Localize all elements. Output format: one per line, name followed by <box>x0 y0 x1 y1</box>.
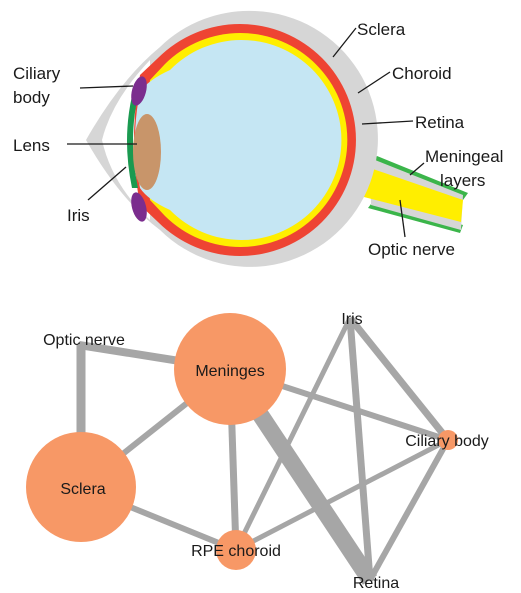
label-sclera: Sclera <box>357 20 406 39</box>
node-label-retina: Retina <box>353 575 399 592</box>
label-meningeal-line1: Meningeal <box>425 147 503 166</box>
label-optic-nerve: Optic nerve <box>368 240 455 259</box>
node-ciliary-body <box>438 430 458 450</box>
edge-rpe-iris <box>233 316 353 552</box>
node-label-ciliary-body: Ciliary body <box>405 433 489 450</box>
edge-iris-retina <box>346 317 374 581</box>
vitreous-body <box>135 40 342 241</box>
node-label-meninges: Meninges <box>195 363 264 380</box>
node-label-sclera: Sclera <box>60 481 105 498</box>
network-graph: Meninges Sclera RPE choroid Optic nerve … <box>26 311 489 592</box>
label-iris: Iris <box>67 206 90 225</box>
ciliary-body-lower <box>131 192 147 222</box>
node-label-optic-nerve: Optic nerve <box>43 332 125 349</box>
ciliary-body-upper <box>131 76 147 106</box>
iris <box>127 96 138 188</box>
node-labels: Meninges Sclera RPE choroid Optic nerve … <box>43 311 489 592</box>
label-lens: Lens <box>13 136 50 155</box>
eye-anatomy: Sclera Choroid Retina Meningeal layers O… <box>13 10 503 267</box>
nodes <box>26 313 458 570</box>
leader-lines <box>67 27 425 238</box>
node-meninges <box>174 313 286 425</box>
node-sclera <box>26 432 136 542</box>
lens <box>133 114 161 190</box>
node-label-iris: Iris <box>341 311 362 328</box>
label-retina: Retina <box>415 113 465 132</box>
optic-nerve-structure <box>358 156 468 233</box>
label-ciliary-line2: body <box>13 88 50 107</box>
node-rpe-choroid <box>216 530 256 570</box>
optic-nerve <box>358 168 463 222</box>
label-choroid: Choroid <box>392 64 452 83</box>
edge-iris-ciliary <box>347 315 451 443</box>
label-ciliary-line1: Ciliary <box>13 64 61 83</box>
edge-ciliary-retina <box>367 438 451 582</box>
label-meningeal-line2: layers <box>440 171 485 190</box>
edge-rpe-ciliary <box>234 437 450 553</box>
node-label-rpe-choroid: RPE choroid <box>191 543 281 560</box>
